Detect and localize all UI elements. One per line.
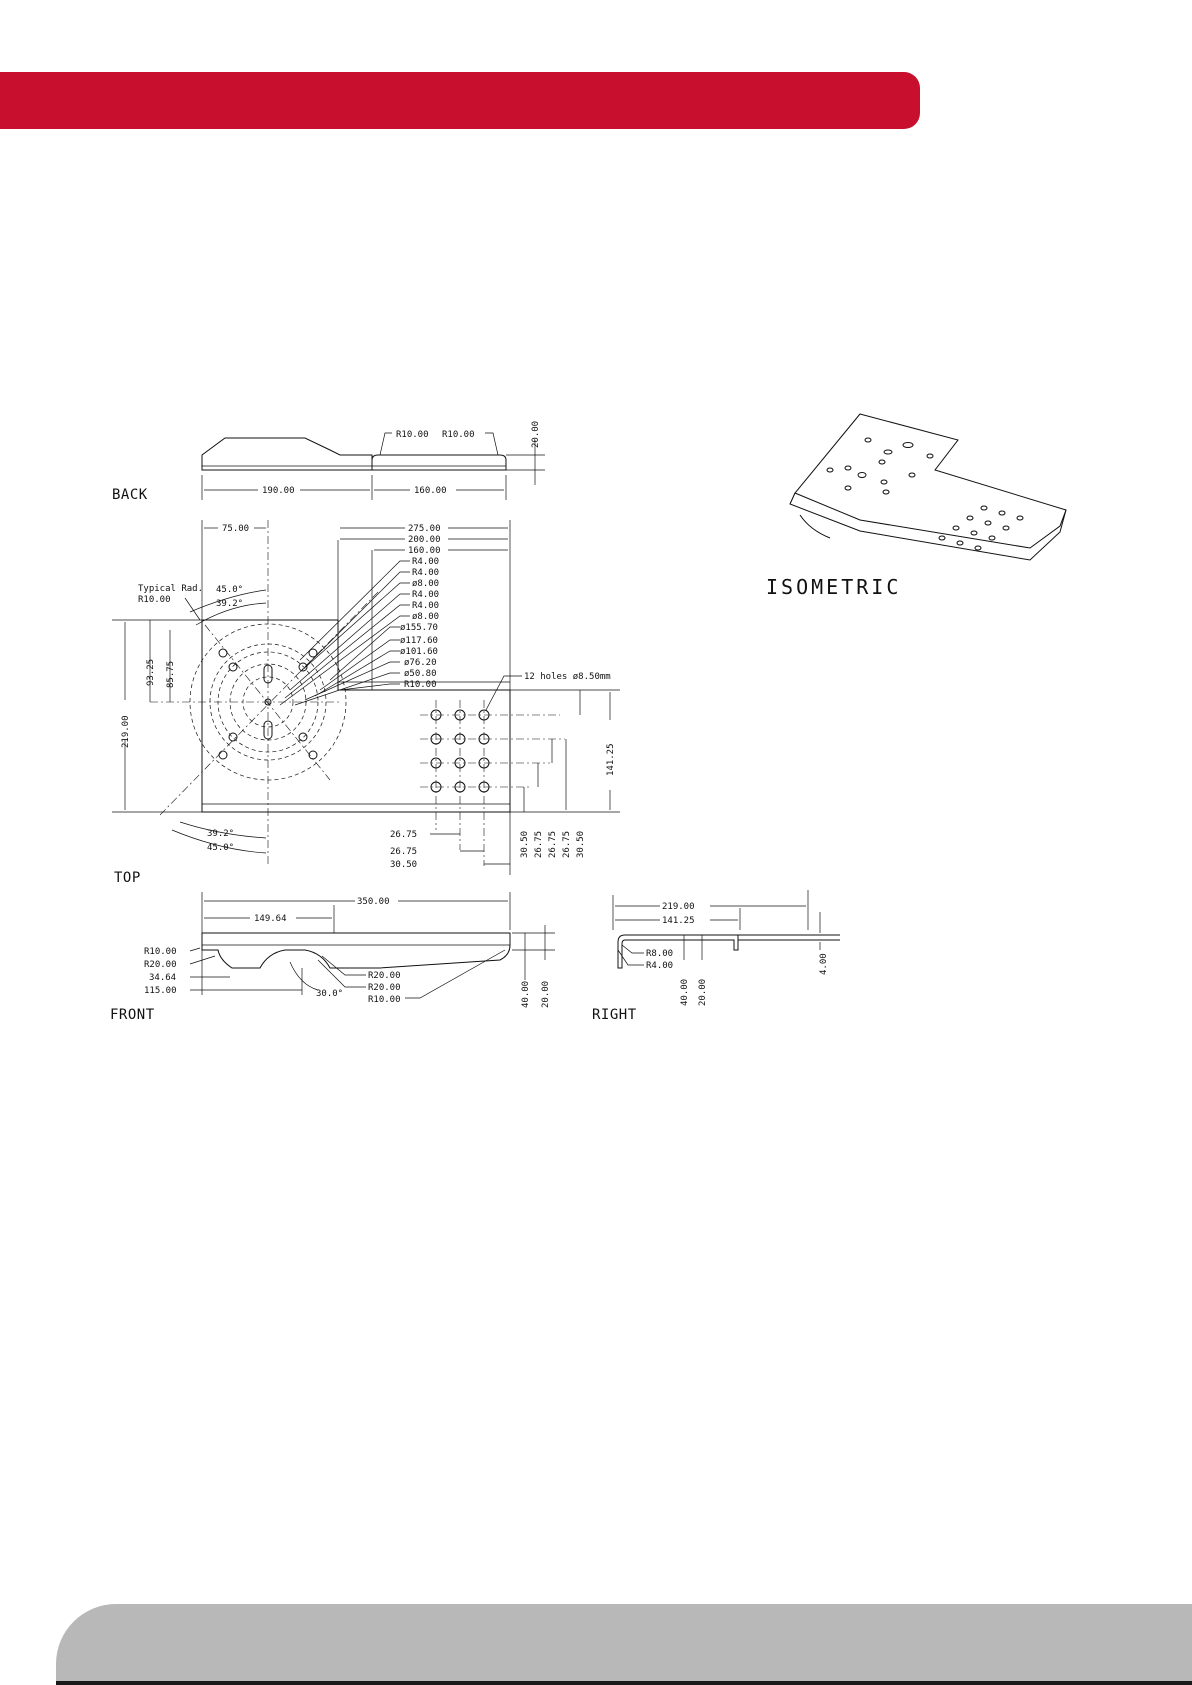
right-dim-4: 4.00 <box>819 953 829 975</box>
top-callout-8: ø117.60 <box>400 636 438 646</box>
top-angle-45-upper: 45.0° <box>216 585 243 595</box>
top-dim-219: 219.00 <box>121 715 131 748</box>
top-typical-r10: R10.00 <box>138 595 171 605</box>
top-vert-2: 26.75 <box>534 831 544 858</box>
top-dim-26-a: 26.75 <box>390 830 417 840</box>
front-dim-r10-b: R10.00 <box>368 995 401 1005</box>
back-dim-r10-left: R10.00 <box>396 430 429 440</box>
top-dim-75: 75.00 <box>222 524 249 534</box>
back-dim-20: 20.00 <box>531 421 541 448</box>
back-view-label: BACK <box>112 487 148 503</box>
top-dim-30: 30.50 <box>390 860 417 870</box>
right-view-label: RIGHT <box>592 1007 637 1023</box>
footer-bar <box>56 1604 1192 1685</box>
top-dim-275: 275.00 <box>408 524 441 534</box>
top-callout-7: ø155.70 <box>400 623 438 633</box>
top-vert-1: 30.50 <box>520 831 530 858</box>
right-dim-r4: R4.00 <box>646 961 673 971</box>
header-bar <box>0 72 920 129</box>
top-dim-141: 141.25 <box>606 743 616 776</box>
right-dim-141: 141.25 <box>662 916 695 926</box>
top-dim-93: 93.25 <box>146 659 156 686</box>
front-view-label: FRONT <box>110 1007 155 1023</box>
top-callout-5: R4.00 <box>412 601 439 611</box>
front-dim-r20-a: R20.00 <box>368 971 401 981</box>
top-vert-3: 26.75 <box>548 831 558 858</box>
right-dim-r8: R8.00 <box>646 949 673 959</box>
front-dim-angle: 30.0° <box>316 989 343 999</box>
back-dim-190: 190.00 <box>262 486 295 496</box>
top-dim-200: 200.00 <box>408 535 441 545</box>
front-dim-115: 115.00 <box>144 986 177 996</box>
front-dim-r20: R20.00 <box>144 960 177 970</box>
top-callout-12: R10.00 <box>404 680 437 690</box>
footer-line <box>56 1681 1192 1685</box>
top-dim-160: 160.00 <box>408 546 441 556</box>
front-dim-40: 40.00 <box>521 981 531 1008</box>
top-view-label: TOP <box>114 870 141 886</box>
top-callout-3: ø8.00 <box>412 579 439 589</box>
front-dim-r10: R10.00 <box>144 947 177 957</box>
top-angle-45-lower: 45.0° <box>207 843 234 853</box>
front-dim-350: 350.00 <box>357 897 390 907</box>
isometric-view: ISOMETRIC <box>766 413 1067 599</box>
right-view: 219.00 141.25 R8.00 R4.00 40.00 20.00 4.… <box>592 890 840 1023</box>
top-angle-39-upper: 39.2° <box>216 599 243 609</box>
top-callout-11: ø50.80 <box>404 669 437 679</box>
right-dim-219: 219.00 <box>662 902 695 912</box>
top-dim-26-b: 26.75 <box>390 847 417 857</box>
top-callout-2: R4.00 <box>412 568 439 578</box>
top-callout-4: R4.00 <box>412 590 439 600</box>
top-holes-note: 12 holes ø8.50mm <box>524 672 611 682</box>
isometric-label: ISOMETRIC <box>766 575 901 599</box>
front-dim-149: 149.64 <box>254 914 287 924</box>
front-dim-34: 34.64 <box>149 973 176 983</box>
top-callout-10: ø76.20 <box>404 658 437 668</box>
top-view: 75.00 275.00 200.00 160.00 <box>112 520 620 886</box>
top-vert-5: 30.50 <box>576 831 586 858</box>
front-view: 350.00 149.64 R10.00 R20.00 34.64 115.00… <box>110 892 555 1023</box>
top-dim-85: 85.75 <box>166 661 176 688</box>
top-typical-rad: Typical Rad. <box>138 584 203 594</box>
top-angle-39-lower: 39.2° <box>207 829 234 839</box>
front-dim-r20-b: R20.00 <box>368 983 401 993</box>
top-callout-6: ø8.00 <box>412 612 439 622</box>
back-view: R10.00 R10.00 20.00 190.00 160.00 BACK <box>112 421 545 503</box>
back-dim-160: 160.00 <box>414 486 447 496</box>
right-dim-40: 40.00 <box>680 979 690 1006</box>
right-dim-20: 20.00 <box>698 979 708 1006</box>
top-callout-9: ø101.60 <box>400 647 438 657</box>
top-vert-4: 26.75 <box>562 831 572 858</box>
back-dim-r10-right: R10.00 <box>442 430 475 440</box>
front-dim-20: 20.00 <box>541 981 551 1008</box>
top-callout-1: R4.00 <box>412 557 439 567</box>
